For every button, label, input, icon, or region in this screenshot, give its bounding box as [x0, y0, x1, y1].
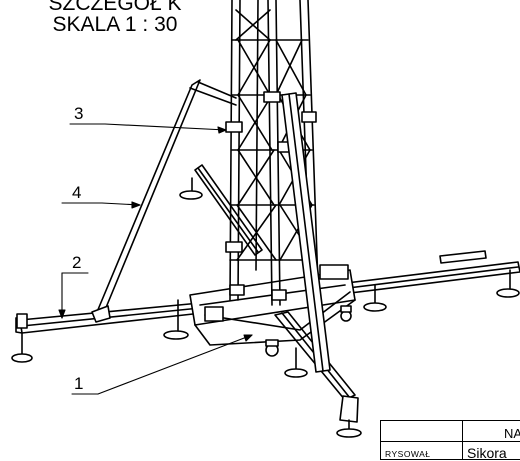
title-block-header: NA — [504, 426, 520, 441]
leader-lines — [58, 123, 253, 395]
detail-title: SZCZEGÓŁ K — [48, 0, 182, 15]
diagonal-strut — [91, 79, 237, 323]
outrigger-back — [194, 164, 263, 256]
title-block-divider — [381, 441, 520, 442]
scale-label: SKALA 1 : 30 — [52, 13, 178, 36]
leveling-feet — [11, 177, 520, 438]
title-block-divider — [462, 421, 463, 459]
callout-1-label: 1 — [74, 374, 84, 393]
lifting-post — [281, 92, 331, 373]
title-block: NA RYSOWAŁ Sikora — [380, 420, 520, 461]
callout-2-label: 2 — [72, 253, 82, 272]
callout-3-label: 3 — [74, 104, 84, 123]
castor-wheels — [265, 305, 352, 357]
drawn-by-label: RYSOWAŁ — [385, 449, 431, 459]
drawn-by-value: Sikora — [467, 445, 507, 461]
outrigger-right — [329, 250, 520, 296]
callout-4-label: 4 — [72, 183, 82, 202]
